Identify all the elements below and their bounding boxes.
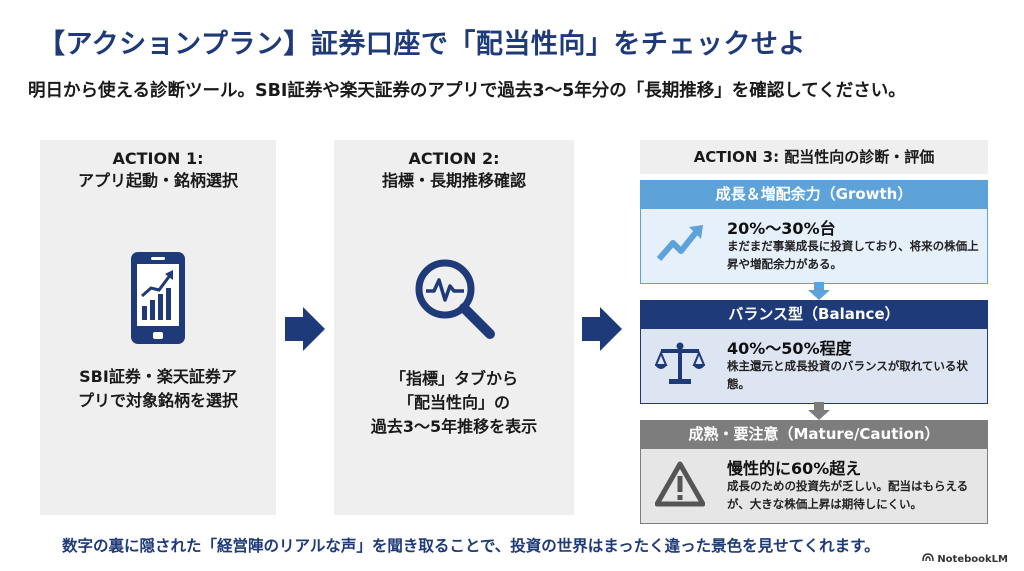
growth-range: 20%〜30%台: [727, 219, 836, 238]
growth-description: まだまだ事業成長に投資しており、将来の株価上昇や増配余力がある。: [727, 239, 979, 271]
right-arrow-icon: [582, 307, 624, 355]
balance-description: 株主還元と成長投資のバランスが取れている状態。: [727, 359, 968, 391]
action2-desc-line3: 過去3〜5年推移を表示: [370, 417, 538, 436]
brand-label: NotebookLM: [937, 553, 1008, 565]
action1-description: SBI証券・楽天証券ア プリで対象銘柄を選択: [40, 365, 276, 413]
footer-message: 数字の裏に隠された「経営陣のリアルな声」を聞き取ることで、投資の世界はまったく違…: [62, 537, 880, 555]
growth-level-card: 20%〜30%台 まだまだ事業成長に投資しており、将来の株価上昇や増配余力がある…: [640, 208, 988, 284]
notebooklm-logo-icon: [922, 553, 935, 565]
action2-desc-line1: 「指標」タブから: [389, 369, 518, 388]
slide-title: 【アクションプラン】証券口座で「配当性向」をチェックせよ: [38, 29, 806, 60]
action2-heading-line2: 指標・長期推移確認: [381, 171, 526, 190]
brand-watermark: NotebookLM: [922, 553, 1008, 565]
smartphone-chart-icon: [129, 250, 187, 350]
action2-description: 「指標」タブから 「配当性向」の 過去3〜5年推移を表示: [334, 367, 574, 439]
caution-range: 慢性的に60%超え: [727, 459, 862, 478]
action2-heading: ACTION 2: 指標・長期推移確認: [334, 148, 574, 192]
warning-icon: [654, 461, 706, 511]
action1-heading-line2: アプリ起動・銘柄選択: [77, 171, 238, 190]
action3-heading: ACTION 3: 配当性向の診断・評価: [640, 140, 988, 174]
trend-up-icon: [655, 221, 705, 267]
balance-range: 40%〜50%程度: [727, 339, 852, 358]
growth-level-heading: 成長＆増配余力（Growth）: [640, 180, 988, 208]
action1-heading-line1: ACTION 1:: [112, 149, 204, 168]
action2-desc-line2: 「配当性向」の: [397, 393, 510, 412]
action2-heading-line1: ACTION 2:: [408, 149, 500, 168]
right-arrow-icon: [285, 307, 327, 355]
scales-icon: [654, 341, 706, 389]
caution-level-heading: 成熟・要注意（Mature/Caution）: [640, 420, 988, 448]
balance-level-heading: バランス型（Balance）: [640, 300, 988, 328]
magnifier-pulse-icon: [412, 256, 496, 344]
slide-subtitle: 明日から使える診断ツール。SBI証券や楽天証券のアプリで過去3〜5年分の「長期推…: [28, 81, 906, 101]
action2-panel: ACTION 2: 指標・長期推移確認 「指標」タブから 「配当性向」の 過去3…: [334, 140, 574, 515]
action1-desc-line1: SBI証券・楽天証券ア: [79, 367, 237, 386]
caution-description: 成長のための投資先が乏しい。配当はもらえるが、大きな株価上昇は期待しにくい。: [727, 479, 969, 511]
down-arrow-icon: [808, 402, 830, 424]
action1-desc-line2: プリで対象銘柄を選択: [77, 391, 238, 410]
balance-level-card: 40%〜50%程度 株主還元と成長投資のバランスが取れている状態。: [640, 328, 988, 404]
action1-heading: ACTION 1: アプリ起動・銘柄選択: [40, 148, 276, 192]
down-arrow-icon: [808, 282, 830, 304]
caution-level-card: 慢性的に60%超え 成長のための投資先が乏しい。配当はもらえるが、大きな株価上昇…: [640, 448, 988, 524]
action1-panel: ACTION 1: アプリ起動・銘柄選択 SBI証券・楽天証券ア プリで対象銘柄…: [40, 140, 276, 515]
